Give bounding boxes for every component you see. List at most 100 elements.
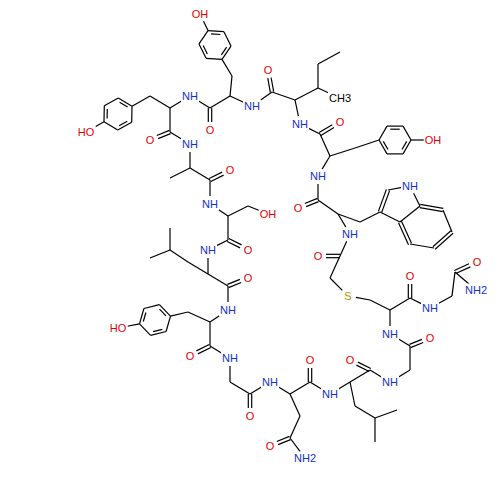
atom-label: O — [425, 332, 436, 345]
bond-line — [387, 153, 403, 154]
atom-label: NH — [309, 170, 327, 183]
bond-line — [433, 231, 451, 247]
bond-line — [308, 368, 309, 382]
atom-label: O — [335, 116, 346, 129]
bond-line — [290, 382, 310, 394]
bond-line — [199, 44, 206, 58]
bond-line — [278, 440, 291, 445]
bond-line — [160, 309, 167, 316]
bond-line — [229, 239, 242, 245]
bond-line — [390, 298, 410, 310]
bond-line — [227, 279, 240, 284]
bond-line — [188, 262, 208, 274]
bond-line — [104, 122, 118, 130]
bond-line — [330, 278, 342, 290]
atom-label: NH — [421, 302, 439, 315]
atom-label: OH — [191, 8, 210, 21]
bond-line — [140, 309, 144, 324]
bond-line — [224, 32, 231, 46]
atom-label: NH — [261, 376, 279, 389]
atom-label: NH — [199, 244, 217, 257]
atom-label: NH — [181, 138, 199, 151]
bond-line — [403, 140, 411, 154]
atom-label: NH — [181, 90, 199, 103]
atom-label: O — [185, 350, 196, 363]
bond-line — [106, 109, 107, 118]
bond-line — [211, 33, 220, 35]
bond-line — [228, 206, 248, 216]
bond-line — [319, 125, 332, 133]
bond-line — [383, 141, 388, 149]
bond-line — [356, 365, 369, 371]
atom-label: O — [243, 272, 254, 285]
bond-line — [209, 172, 222, 178]
bond-line — [215, 240, 228, 246]
bond-line — [452, 272, 455, 296]
bond-line — [400, 206, 420, 222]
bond-line — [171, 312, 189, 316]
bond-line — [338, 214, 360, 222]
bond-line — [169, 228, 170, 250]
atom-label: OH — [424, 134, 443, 147]
bond-line — [126, 324, 140, 327]
bond-line — [150, 250, 170, 258]
bond-line — [271, 78, 274, 92]
bond-line — [209, 322, 210, 346]
bond-line — [230, 76, 232, 96]
bond-line — [326, 257, 340, 258]
atom-label: NH — [381, 328, 399, 341]
atom-label: O — [225, 164, 236, 177]
bond-line — [170, 168, 190, 178]
atom-label: O — [245, 410, 256, 423]
bond-line — [321, 128, 334, 136]
atom-label: NH — [201, 198, 219, 211]
bond-line — [375, 410, 397, 418]
bond-line — [379, 140, 387, 154]
bond-line — [196, 345, 209, 351]
bond-line — [382, 191, 390, 213]
bond-line — [150, 96, 170, 108]
bond-line — [320, 134, 330, 156]
bond-line — [268, 78, 271, 92]
bond-line — [380, 212, 400, 222]
bond-line — [326, 254, 340, 255]
bond-line — [290, 416, 300, 438]
bond-line — [311, 368, 312, 382]
bond-line — [420, 204, 443, 208]
bond-line — [170, 250, 188, 262]
bond-line — [307, 128, 320, 134]
bond-line — [143, 313, 146, 322]
bond-line — [227, 242, 240, 248]
bond-line — [190, 168, 210, 180]
bond-line — [318, 200, 338, 214]
atom-label: CH3 — [328, 92, 352, 105]
bond-line — [350, 370, 370, 382]
bond-line — [437, 296, 452, 304]
bond-line — [208, 274, 228, 286]
bond-line — [409, 346, 410, 370]
bond-line — [227, 216, 228, 240]
atom-label: O — [313, 250, 324, 263]
atom-label: NH — [219, 304, 237, 317]
atom-label: O — [263, 64, 274, 77]
bond-line — [379, 126, 387, 140]
bond-line — [206, 58, 222, 59]
bond-line — [378, 189, 386, 211]
atom-label: NH — [243, 100, 261, 113]
bond-line — [317, 64, 318, 88]
bond-line — [295, 88, 318, 100]
atom-label: O — [405, 270, 416, 283]
bond-line — [340, 241, 347, 256]
atom-label: HO — [109, 322, 128, 335]
bond-line — [272, 92, 295, 100]
bond-line — [227, 286, 228, 302]
bond-line — [208, 31, 224, 32]
bond-line — [443, 210, 452, 232]
bond-line — [290, 394, 300, 416]
atom-label: O — [345, 354, 356, 367]
bond-line — [356, 297, 370, 300]
bond-line — [153, 329, 162, 331]
bond-line — [132, 96, 150, 106]
bond-line — [159, 305, 170, 317]
